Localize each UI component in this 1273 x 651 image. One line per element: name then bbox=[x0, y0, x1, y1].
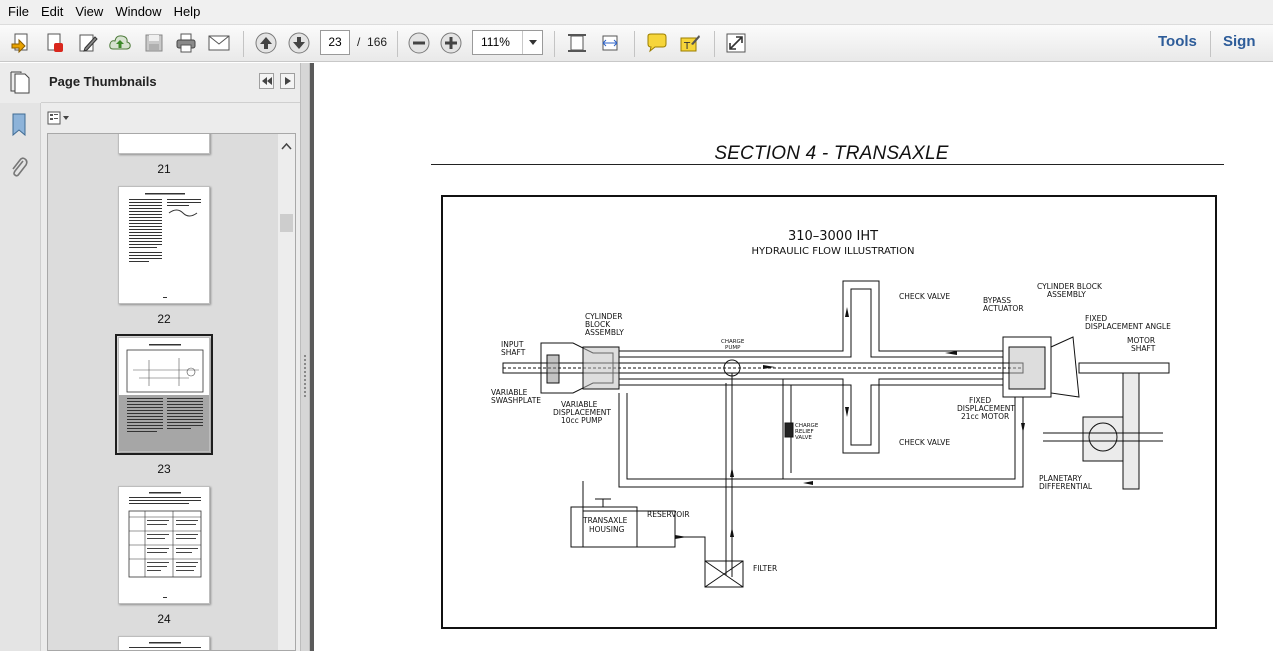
toolbar-separator bbox=[714, 31, 715, 57]
document-viewer[interactable]: SECTION 4 - TRANSAXLE 310–3000 IHT HYDRA… bbox=[310, 63, 1273, 651]
thumbnail-label: 24 bbox=[157, 612, 171, 626]
attachments-icon[interactable] bbox=[8, 154, 30, 180]
collapse-panel-icon[interactable] bbox=[259, 73, 274, 89]
figure-label-check-valve-top: CHECK VALVE bbox=[899, 292, 950, 301]
page-count-label: / 166 bbox=[357, 35, 388, 49]
menu-bar: File Edit View Window Help bbox=[0, 0, 1273, 24]
section-title: SECTION 4 - TRANSAXLE bbox=[714, 143, 949, 164]
navigation-rail bbox=[0, 63, 41, 651]
zoom-out-icon[interactable] bbox=[406, 31, 432, 55]
menu-edit[interactable]: Edit bbox=[40, 4, 64, 19]
splitter-grip bbox=[304, 355, 306, 357]
zoom-in-icon[interactable] bbox=[438, 31, 464, 55]
splitter-grip bbox=[304, 391, 306, 393]
panel-splitter[interactable] bbox=[300, 63, 310, 651]
page-thumbnail-23[interactable] bbox=[115, 334, 213, 455]
figure-label-check-valve-bottom: CHECK VALVE bbox=[899, 438, 950, 447]
page-thumbnail-22[interactable] bbox=[118, 186, 210, 304]
highlight-icon[interactable]: T bbox=[677, 31, 703, 55]
thumbnail-label: 21 bbox=[157, 162, 171, 176]
open-icon[interactable] bbox=[8, 31, 34, 55]
print-icon[interactable] bbox=[173, 31, 199, 55]
thumbnail-label: 22 bbox=[157, 312, 171, 326]
splitter-grip bbox=[304, 371, 306, 373]
upload-cloud-icon[interactable] bbox=[107, 31, 133, 55]
menu-view[interactable]: View bbox=[75, 4, 104, 19]
splitter-grip bbox=[304, 367, 306, 369]
sign-button[interactable]: Sign bbox=[1223, 33, 1256, 50]
splitter-grip bbox=[304, 379, 306, 381]
fullscreen-icon[interactable] bbox=[723, 31, 749, 55]
thumbnail-label: 23 bbox=[157, 462, 171, 476]
chevron-down-icon[interactable] bbox=[522, 31, 542, 54]
zoom-select[interactable]: 111% bbox=[472, 30, 543, 55]
panel-title: Page Thumbnails bbox=[49, 74, 157, 89]
fit-width-icon[interactable] bbox=[597, 31, 623, 55]
next-page-icon[interactable] bbox=[286, 31, 312, 55]
splitter-grip bbox=[304, 375, 306, 377]
toolbar-separator bbox=[397, 31, 398, 57]
scroll-up-icon[interactable] bbox=[281, 137, 292, 155]
splitter-grip bbox=[304, 387, 306, 389]
page-thumbnail-24[interactable] bbox=[118, 486, 210, 604]
figure-label-filter: FILTER bbox=[753, 564, 777, 573]
expand-panel-icon[interactable] bbox=[280, 73, 295, 89]
toolbar-separator bbox=[634, 31, 635, 57]
thumbnail-scrollbar[interactable] bbox=[278, 134, 295, 650]
splitter-grip bbox=[304, 383, 306, 385]
previous-page-icon[interactable] bbox=[253, 31, 279, 55]
toolbar-separator bbox=[1210, 31, 1211, 57]
tools-button[interactable]: Tools bbox=[1158, 33, 1197, 50]
email-icon[interactable] bbox=[206, 31, 232, 55]
toolbar-separator bbox=[554, 31, 555, 57]
splitter-grip bbox=[304, 395, 306, 397]
thumbnail-options-button[interactable] bbox=[47, 109, 75, 127]
thumbnails-panel-header: Page Thumbnails bbox=[41, 63, 300, 103]
comment-icon[interactable] bbox=[644, 31, 670, 55]
hydraulic-diagram: 310–3000 IHT HYDRAULIC FLOW ILLUSTRATION bbox=[441, 195, 1217, 629]
page-thumbnail-21[interactable] bbox=[118, 134, 210, 154]
splitter-grip bbox=[304, 359, 306, 361]
bookmarks-icon[interactable] bbox=[8, 112, 30, 138]
pdf-page: SECTION 4 - TRANSAXLE 310–3000 IHT HYDRA… bbox=[314, 63, 1273, 651]
figure-title: 310–3000 IHT bbox=[788, 229, 878, 244]
page-thumbnails-icon[interactable] bbox=[8, 70, 32, 96]
figure-label-reservoir: RESERVOIR bbox=[647, 510, 690, 519]
save-icon[interactable] bbox=[141, 31, 167, 55]
title-rule bbox=[431, 164, 1224, 165]
fit-page-icon[interactable] bbox=[564, 31, 590, 55]
main-toolbar: 23 / 166 111% T bbox=[0, 24, 1273, 62]
edit-pdf-icon[interactable] bbox=[75, 31, 101, 55]
toolbar-separator bbox=[243, 31, 244, 57]
create-pdf-icon[interactable] bbox=[42, 31, 68, 55]
splitter-grip bbox=[304, 363, 306, 365]
thumbnails-panel: Page Thumbnails 21 bbox=[41, 63, 300, 651]
zoom-value: 111% bbox=[481, 35, 510, 49]
thumbnail-list[interactable]: 21 bbox=[47, 133, 296, 651]
scrollbar-thumb[interactable] bbox=[280, 214, 293, 232]
page-number-input[interactable]: 23 bbox=[320, 30, 350, 55]
menu-help[interactable]: Help bbox=[173, 4, 201, 19]
figure-subtitle: HYDRAULIC FLOW ILLUSTRATION bbox=[751, 246, 914, 257]
menu-window[interactable]: Window bbox=[115, 4, 162, 19]
svg-text:T: T bbox=[683, 41, 691, 52]
menu-file[interactable]: File bbox=[8, 4, 29, 19]
page-thumbnail-25[interactable] bbox=[118, 636, 210, 650]
